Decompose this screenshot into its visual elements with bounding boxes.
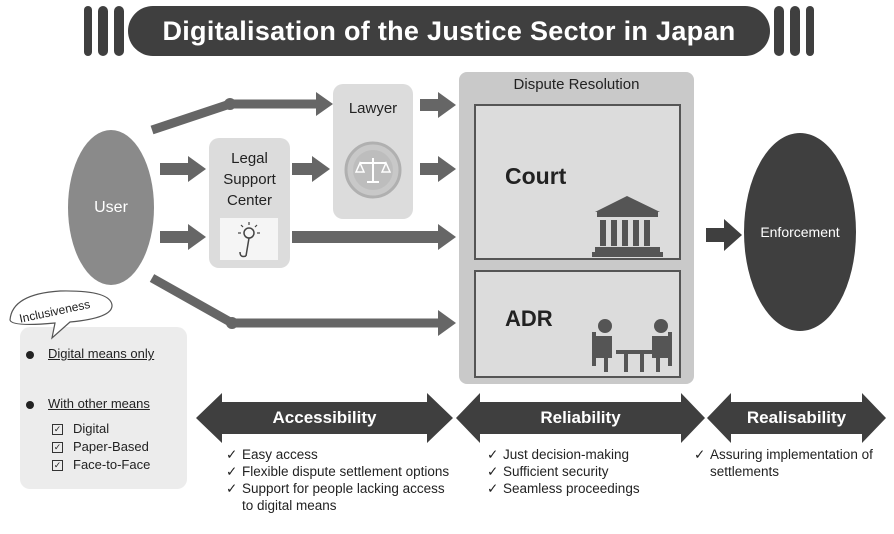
list-item: ✓Support for people lacking access to di… [226, 481, 445, 513]
list-item: ✓Seamless proceedings [487, 481, 640, 496]
lawyer-label: Lawyer [348, 100, 398, 117]
title-deco-right-1 [774, 6, 784, 56]
list-item: ✓Just decision-making [487, 447, 630, 462]
arrow-legal-lawyer [292, 156, 330, 182]
inclusiveness-sub-face: ✓Face-to-Face [52, 457, 151, 472]
check-icon: ✓ [694, 447, 706, 462]
inclusiveness-item-other-means: With other means [26, 396, 150, 411]
adr-label: ADR [505, 306, 553, 331]
band-realisability-arrow [707, 393, 886, 443]
arrow-legal-court [292, 224, 456, 250]
bullet-icon [26, 350, 34, 359]
title-deco-right-2 [790, 6, 800, 56]
inclusiveness-item-digital-only: Digital means only [26, 346, 154, 361]
band-accessibility-label: Accessibility [272, 408, 377, 427]
checked-box-icon: ✓ [52, 424, 63, 436]
arrow-user-adr [149, 274, 456, 336]
arrow-user-lawyer [150, 92, 333, 135]
title-deco-left-2 [98, 6, 108, 56]
arrow-lawyer-court-1 [420, 92, 456, 118]
courthouse-icon [592, 196, 663, 257]
check-icon: ✓ [226, 447, 238, 462]
inclusiveness-sub-digital: ✓Digital [52, 421, 110, 436]
band-reliability-label: Reliability [540, 408, 621, 427]
arrow-lawyer-court-2 [420, 156, 456, 182]
title-deco-left-3 [114, 6, 124, 56]
band-reliability-arrow [456, 393, 705, 443]
check-icon: ✓ [226, 464, 238, 479]
band-realisability-label: Realisability [746, 408, 847, 427]
dispute-resolution-label: Dispute Resolution [513, 76, 640, 93]
arrow-user-legal-2 [160, 224, 206, 250]
checked-box-icon: ✓ [52, 442, 63, 454]
idea-spark-icon [220, 218, 278, 260]
court-label: Court [505, 163, 567, 189]
band-accessibility-arrow [196, 393, 453, 443]
reliability-points: ✓Just decision-making ✓Sufficient securi… [487, 446, 687, 497]
enforcement-node: Enforcement [744, 133, 856, 331]
adr-box [474, 270, 681, 378]
realisability-points: ✓Assuring implementation of settlements [694, 446, 874, 480]
scales-badge-icon [344, 141, 402, 199]
check-icon: ✓ [487, 464, 499, 479]
inclusiveness-bubble [9, 290, 113, 340]
inclusiveness-sub-paper: ✓Paper-Based [52, 439, 149, 454]
check-icon: ✓ [487, 447, 499, 462]
list-item: ✓Sufficient security [487, 464, 609, 479]
user-node: User [68, 130, 154, 285]
check-icon: ✓ [226, 481, 238, 496]
bullet-icon [26, 400, 34, 409]
title-deco-right-3 [806, 6, 814, 56]
legal-support-center-label: Legal Support Center [223, 150, 276, 209]
diagram-title: Digitalisation of the Justice Sector in … [128, 6, 770, 56]
inclusiveness-panel [20, 327, 187, 489]
list-item: ✓Assuring implementation of settlements [694, 447, 873, 479]
accessibility-points: ✓Easy access ✓Flexible dispute settlemen… [226, 446, 451, 514]
arrow-to-enforcement [706, 219, 742, 251]
list-item: ✓Flexible dispute settlement options [226, 464, 450, 479]
checked-box-icon: ✓ [52, 460, 63, 472]
arrow-user-legal [160, 156, 206, 182]
check-icon: ✓ [487, 481, 499, 496]
meeting-people-icon [592, 319, 672, 372]
title-deco-left-1 [84, 6, 92, 56]
list-item: ✓Easy access [226, 447, 318, 462]
